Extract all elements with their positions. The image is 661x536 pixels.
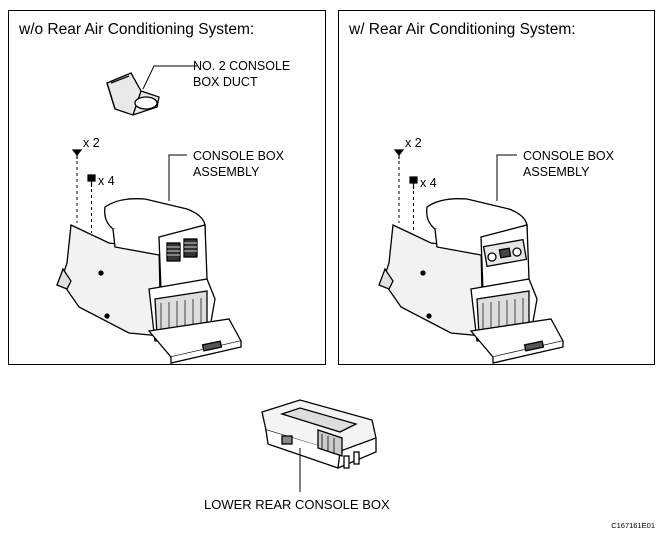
- console-label-line1: CONSOLE BOX: [193, 149, 284, 163]
- fastener-dash-lines: [398, 161, 414, 233]
- duct-label-line2: BOX DUCT: [193, 75, 258, 89]
- screw-icon: [393, 149, 405, 159]
- console-box-duct-drawing: [106, 72, 160, 116]
- left-panel-illustration: [56, 65, 242, 364]
- console-leader-line: [496, 154, 517, 201]
- console-label-line2: ASSEMBLY: [523, 165, 590, 179]
- bolt-quantity: x 4: [98, 174, 115, 188]
- console-box-assembly-drawing: [56, 198, 242, 364]
- screw-quantity: x 2: [405, 136, 422, 150]
- bolt-icon: [87, 174, 96, 187]
- duct-leader-line: [142, 65, 197, 90]
- bolt-quantity: x 4: [420, 176, 437, 190]
- figure-code: C167161E01: [611, 521, 655, 530]
- console-label-line1: CONSOLE BOX: [523, 149, 614, 163]
- console-label-line2: ASSEMBLY: [193, 165, 260, 179]
- console-box-assembly-label: CONSOLE BOX ASSEMBLY: [193, 148, 284, 180]
- right-panel-illustration: [378, 149, 564, 364]
- duct-label: NO. 2 CONSOLE BOX DUCT: [193, 58, 290, 90]
- fastener-dash-lines: [76, 161, 92, 233]
- console-leader-line: [168, 154, 187, 201]
- duct-label-line1: NO. 2 CONSOLE: [193, 59, 291, 73]
- console-box-assembly-label: CONSOLE BOX ASSEMBLY: [523, 148, 614, 180]
- console-box-assembly-drawing: [378, 198, 564, 364]
- bolt-icon: [409, 176, 418, 189]
- panel-title: w/o Rear Air Conditioning System:: [19, 21, 255, 38]
- screw-quantity: x 2: [83, 136, 100, 150]
- screw-icon: [71, 149, 83, 159]
- panel-with-rear-ac: w/ Rear Air Conditioning System:: [338, 10, 655, 365]
- panel-title: w/ Rear Air Conditioning System:: [349, 21, 576, 38]
- lower-rear-console-box-label: LOWER REAR CONSOLE BOX: [204, 497, 390, 512]
- panel-without-rear-ac: w/o Rear Air Conditioning System:: [8, 10, 326, 365]
